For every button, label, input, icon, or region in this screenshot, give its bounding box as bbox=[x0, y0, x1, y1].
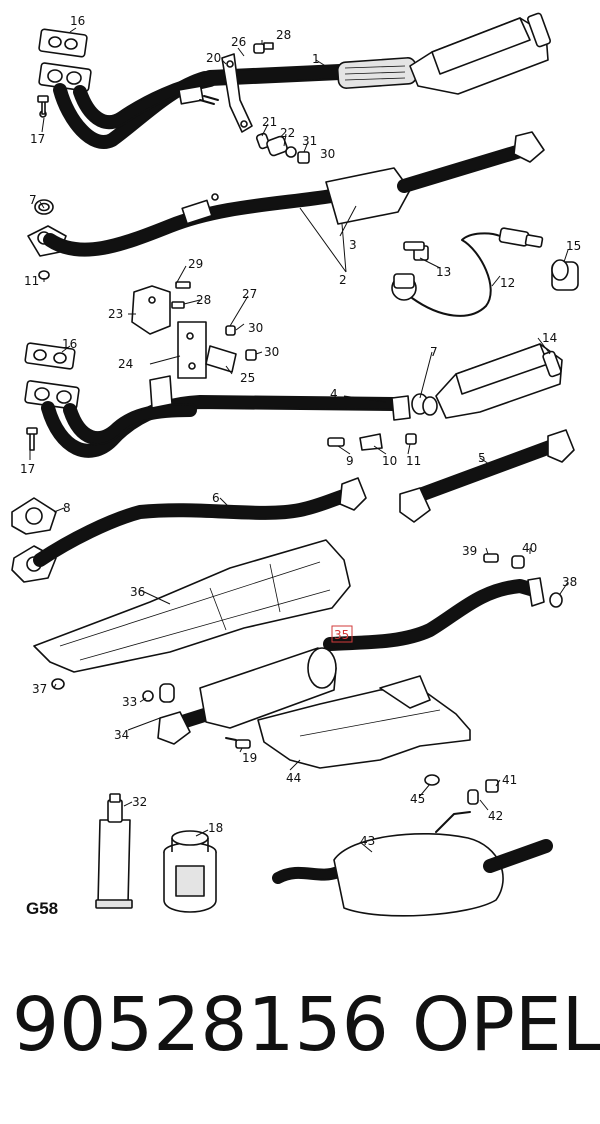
label-41: 41 bbox=[502, 773, 517, 787]
small-parts-21-22-31-26-28 bbox=[37, 42, 310, 164]
label-27: 27 bbox=[242, 287, 257, 301]
label-8: 8 bbox=[63, 501, 71, 515]
label-30-mid-2: 30 bbox=[264, 345, 279, 359]
label-42: 42 bbox=[488, 809, 503, 823]
label-29: 29 bbox=[188, 257, 203, 271]
label-39: 39 bbox=[462, 544, 477, 558]
pipe-6-with-flange-8 bbox=[11, 477, 367, 583]
label-1: 1 bbox=[312, 52, 320, 66]
label-2: 2 bbox=[339, 273, 347, 287]
label-36: 36 bbox=[130, 585, 145, 599]
label-17-mid: 17 bbox=[20, 462, 35, 476]
label-33: 33 bbox=[122, 695, 137, 709]
label-11-top: 11 bbox=[24, 274, 39, 288]
label-12: 12 bbox=[500, 276, 515, 290]
exhaust-system-diagram: 16 26 28 20 1 17 21 22 31 30 7 3 2 11 13… bbox=[11, 12, 581, 918]
label-30-top: 30 bbox=[320, 147, 335, 161]
label-37: 37 bbox=[32, 682, 47, 696]
label-28-mid: 28 bbox=[196, 293, 211, 307]
heat-shield-44 bbox=[257, 675, 471, 786]
pipe-5 bbox=[399, 429, 575, 523]
label-10: 10 bbox=[382, 454, 397, 468]
label-23: 23 bbox=[108, 307, 123, 321]
leader-lines bbox=[29, 27, 569, 853]
label-14: 14 bbox=[542, 331, 557, 345]
intermediate-pipe-2-3 bbox=[27, 131, 545, 280]
label-18: 18 bbox=[208, 821, 223, 835]
label-9: 9 bbox=[346, 454, 354, 468]
label-45: 45 bbox=[410, 792, 425, 806]
label-13: 13 bbox=[436, 265, 451, 279]
label-32: 32 bbox=[132, 795, 147, 809]
label-21: 21 bbox=[262, 115, 277, 129]
label-11-mid: 11 bbox=[406, 454, 421, 468]
heat-shield-36 bbox=[33, 539, 351, 690]
label-44: 44 bbox=[286, 771, 301, 785]
label-16-mid: 16 bbox=[62, 337, 77, 351]
highlight-box-35 bbox=[331, 625, 353, 643]
rear-pipe-35 bbox=[323, 553, 563, 651]
label-26: 26 bbox=[231, 35, 246, 49]
callout-labels: 16 26 28 20 1 17 21 22 31 30 7 3 2 11 13… bbox=[20, 14, 581, 918]
front-pipe-4-with-catalyst-14 bbox=[24, 342, 563, 458]
label-38: 38 bbox=[562, 575, 577, 589]
label-20: 20 bbox=[206, 51, 221, 65]
label-28-top: 28 bbox=[276, 28, 291, 42]
brand-name: OPEL bbox=[412, 982, 600, 1068]
label-6: 6 bbox=[212, 491, 220, 505]
label-19: 19 bbox=[242, 751, 257, 765]
label-24: 24 bbox=[118, 357, 133, 371]
label-43: 43 bbox=[360, 834, 375, 848]
label-17-top: 17 bbox=[30, 132, 45, 146]
label-5: 5 bbox=[478, 451, 486, 465]
label-35-highlighted: 35 bbox=[334, 628, 349, 642]
brackets-23-24-25 bbox=[131, 281, 257, 379]
label-16-top: 16 bbox=[70, 14, 85, 28]
section-code: G58 bbox=[26, 899, 58, 918]
label-34: 34 bbox=[114, 728, 129, 742]
caption-bar: 90528156 OPEL bbox=[0, 975, 600, 1075]
label-22: 22 bbox=[280, 126, 295, 140]
sealing-paste-32 bbox=[95, 793, 133, 909]
label-31: 31 bbox=[302, 134, 317, 148]
label-3: 3 bbox=[349, 238, 357, 252]
label-25: 25 bbox=[240, 371, 255, 385]
label-30-mid-1: 30 bbox=[248, 321, 263, 335]
label-40: 40 bbox=[522, 541, 537, 555]
rear-silencer-43 bbox=[272, 779, 553, 917]
front-pipe-with-catalyst-1 bbox=[38, 12, 552, 149]
paste-can-18 bbox=[163, 830, 217, 913]
label-7-mid: 7 bbox=[430, 345, 438, 359]
label-7-top: 7 bbox=[29, 193, 37, 207]
center-silencer-with-mounts-33-34-19 bbox=[142, 647, 337, 749]
lambda-sensor-12-13-15 bbox=[391, 227, 579, 317]
bracket-20 bbox=[221, 53, 253, 133]
label-15: 15 bbox=[566, 239, 581, 253]
part-number: 90528156 bbox=[12, 982, 389, 1068]
label-4: 4 bbox=[330, 387, 338, 401]
